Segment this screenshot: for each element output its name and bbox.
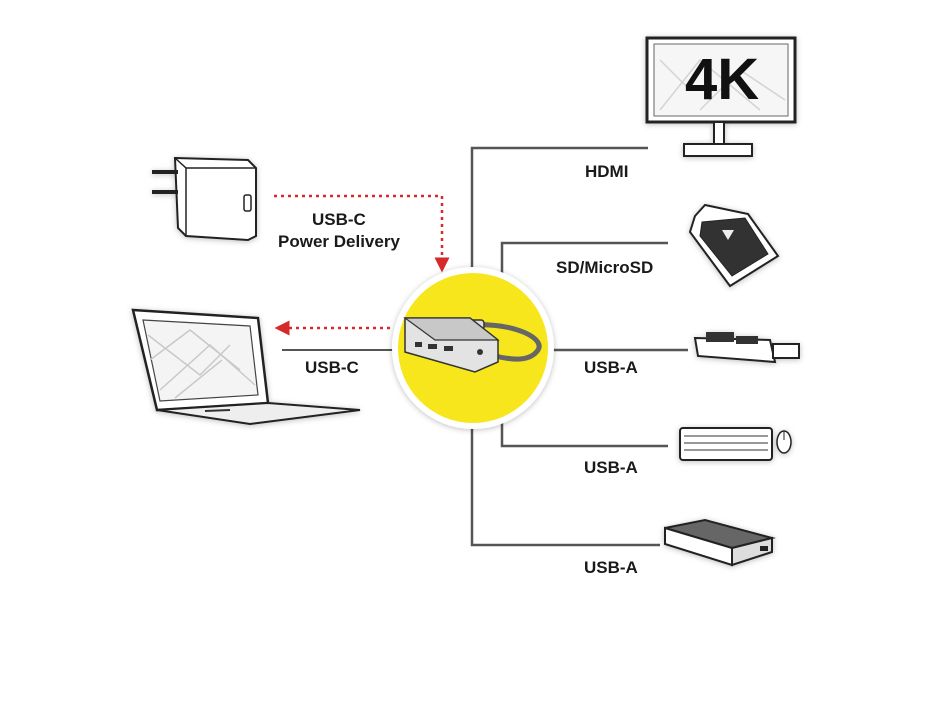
sd-card-icon (688, 203, 780, 288)
power-arrows (274, 194, 450, 336)
label-usba-3: USB-A (584, 558, 638, 577)
label-sd-microsd: SD/MicroSD (556, 258, 654, 277)
keyboard-mouse-icon (679, 427, 792, 461)
label-power-delivery: Power Delivery (278, 232, 400, 251)
card-reader-icon (693, 332, 800, 364)
label-usba-1: USB-A (584, 358, 638, 377)
power-delivery-arrow (274, 194, 450, 273)
usba-3-connector (470, 425, 660, 547)
label-usba-2: USB-A (584, 458, 638, 477)
usb-hub-device-icon (403, 317, 542, 373)
label-power-usbc: USB-C (312, 210, 366, 229)
power-adapter-icon (152, 156, 257, 242)
laptop-icon (131, 308, 361, 426)
hdmi-connector (470, 146, 648, 272)
monitor-icon (645, 36, 797, 157)
label-laptop-usbc: USB-C (305, 358, 359, 377)
monitor-4k-text: 4K (685, 47, 760, 112)
label-hdmi: HDMI (585, 162, 629, 181)
external-drive-icon (664, 518, 776, 567)
